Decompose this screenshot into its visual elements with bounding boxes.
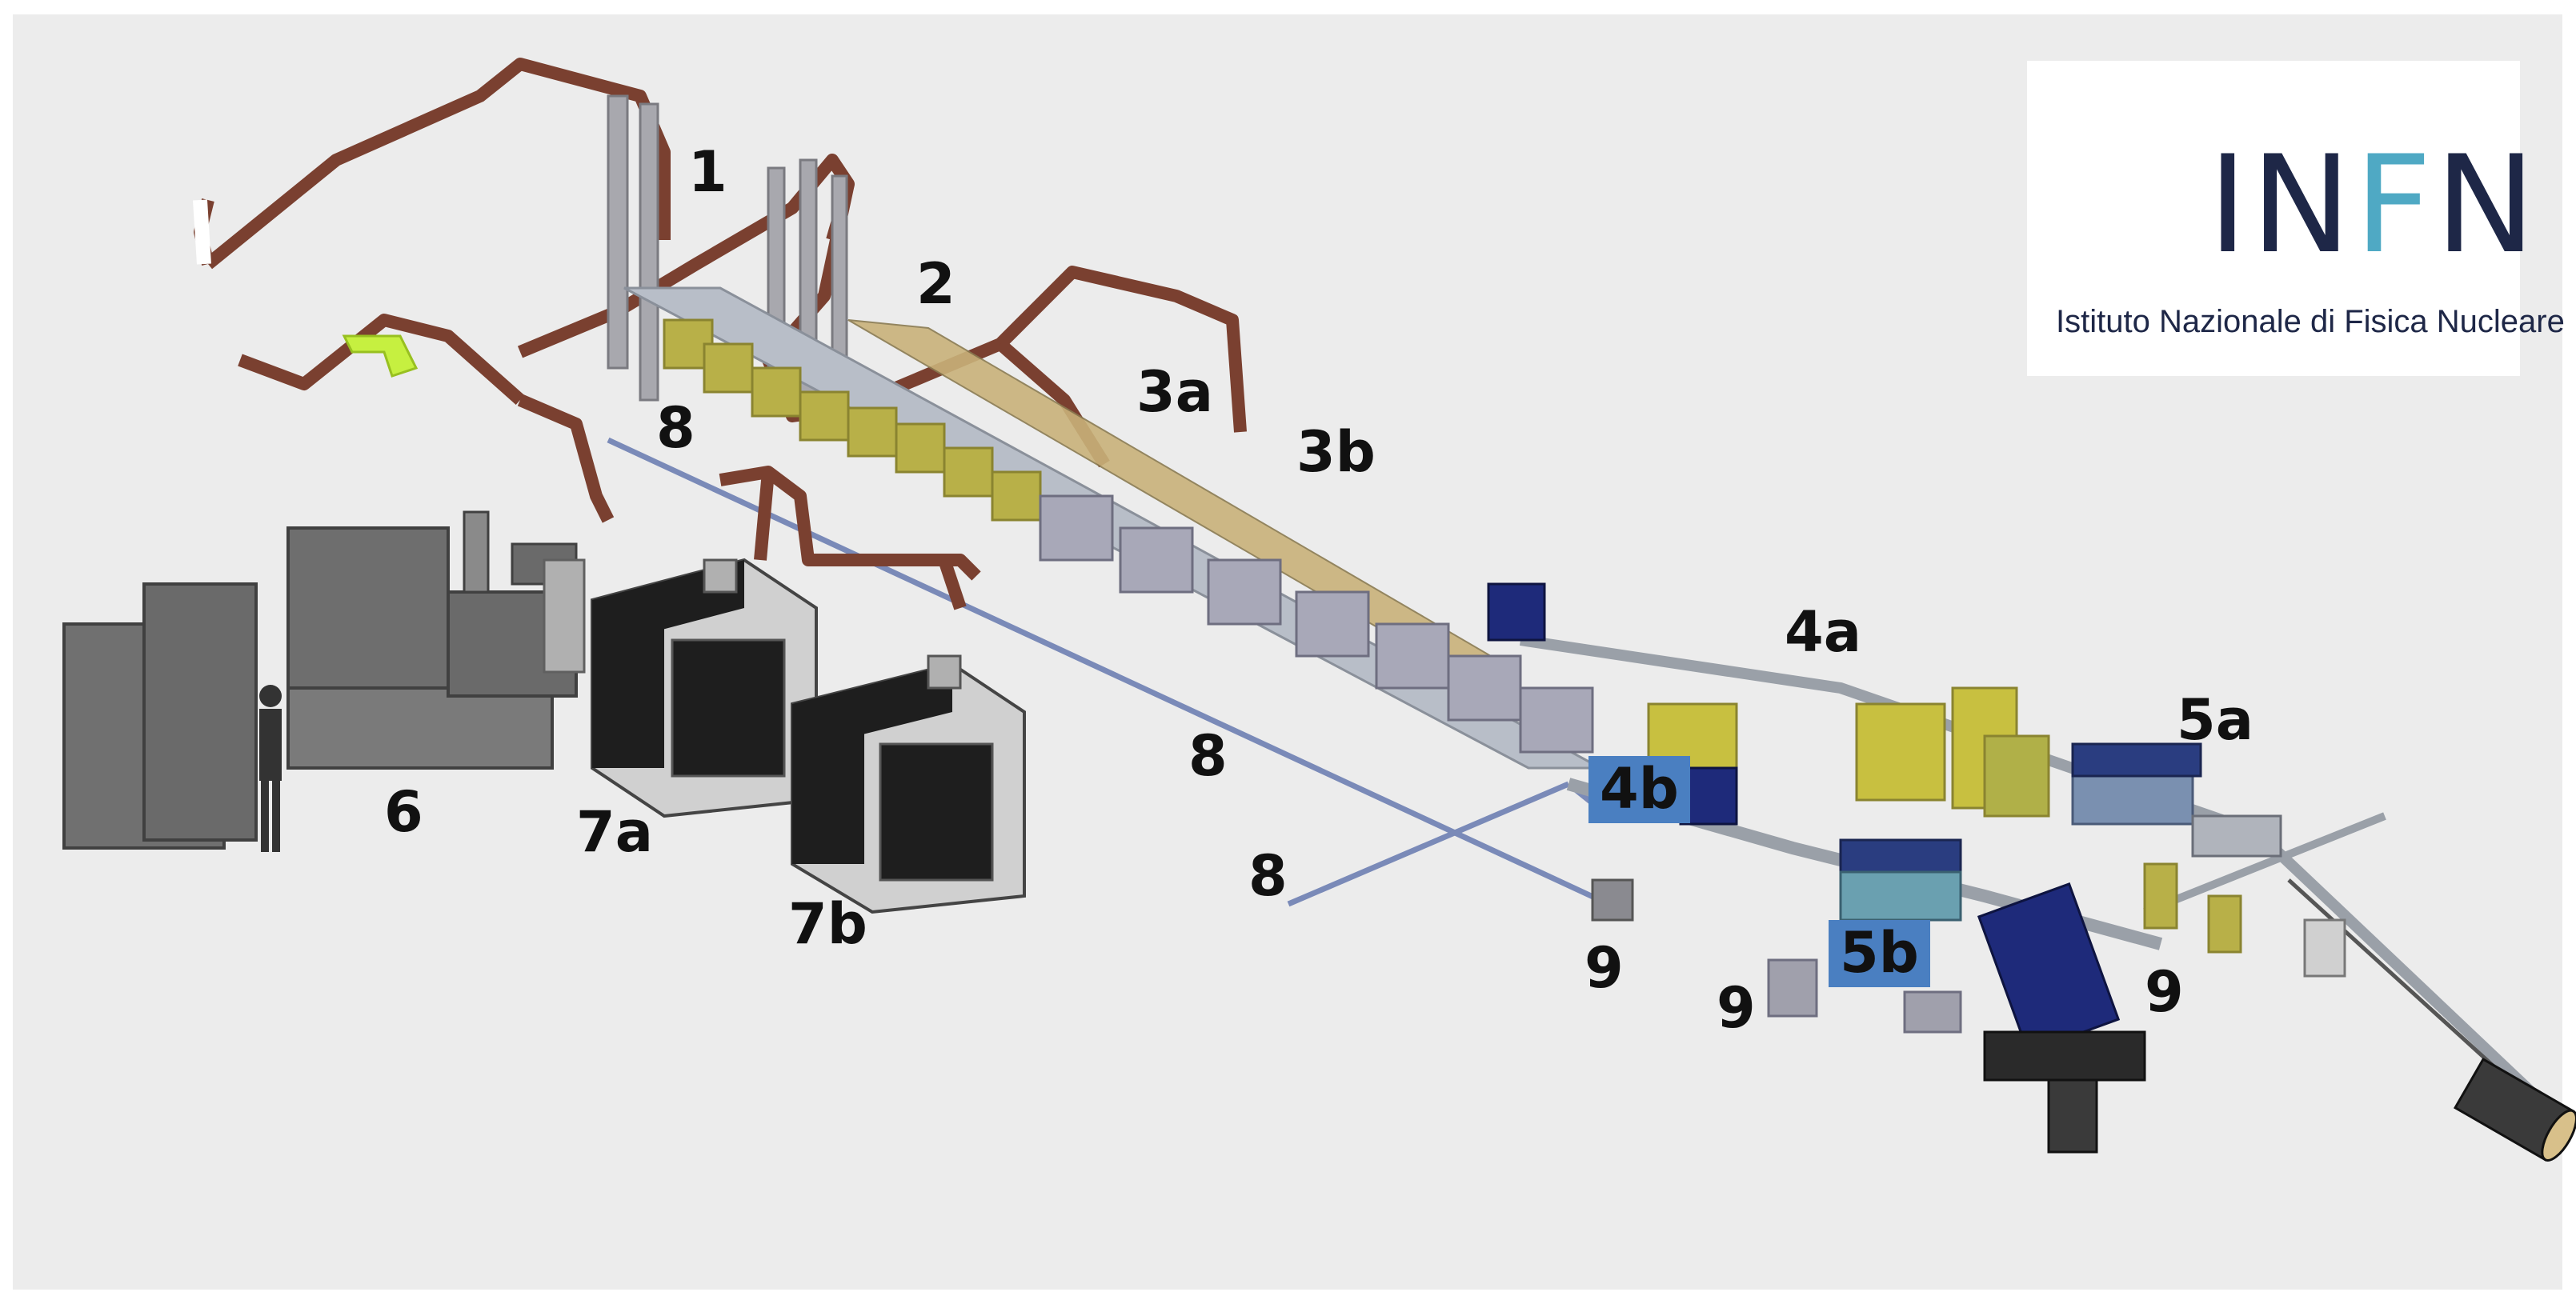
label-1: 1 xyxy=(688,139,727,205)
rf-cabinet-7b xyxy=(791,654,1026,914)
label-4a: 4a xyxy=(1785,599,1861,665)
laser-room-equipment xyxy=(62,510,586,850)
flexible-waveguide xyxy=(193,199,211,265)
human-scale-figure xyxy=(259,685,282,852)
branch-b-components xyxy=(1591,766,2346,1154)
label-9-center: 9 xyxy=(1717,975,1756,1041)
label-8-bottom: 8 xyxy=(1248,843,1288,909)
label-7a: 7a xyxy=(576,799,653,865)
label-5b: 5b xyxy=(1829,920,1930,987)
label-9-right: 9 xyxy=(2145,959,2184,1025)
infn-logo-subtitle: Istituto Nazionale di Fisica Nucleare xyxy=(2056,304,2565,339)
infn-logo: INFN Istituto Nazionale di Fisica Nuclea… xyxy=(2027,61,2565,376)
label-7b: 7b xyxy=(788,891,867,957)
logo-letter-n: N xyxy=(2434,126,2539,283)
label-4b: 4b xyxy=(1588,756,1690,823)
label-3b: 3b xyxy=(1296,419,1376,485)
logo-letters-in: IN xyxy=(2208,126,2355,283)
label-8-top: 8 xyxy=(656,395,695,461)
label-2: 2 xyxy=(916,251,955,317)
label-8-middle: 8 xyxy=(1188,723,1228,789)
label-5a: 5a xyxy=(2177,687,2253,753)
infn-logo-wordmark: INFN xyxy=(2208,138,2539,272)
support-blocks xyxy=(1039,494,1594,754)
waveguide-adapter xyxy=(342,334,419,378)
branch-a-components xyxy=(1487,582,2282,954)
logo-letter-f: F xyxy=(2354,126,2435,283)
label-6: 6 xyxy=(384,779,423,845)
label-9-left: 9 xyxy=(1584,935,1624,1001)
label-3a: 3a xyxy=(1136,359,1213,425)
beam-dump xyxy=(2453,1057,2576,1162)
rf-cabinet-7a xyxy=(591,558,818,818)
yellow-stands xyxy=(663,318,1042,522)
